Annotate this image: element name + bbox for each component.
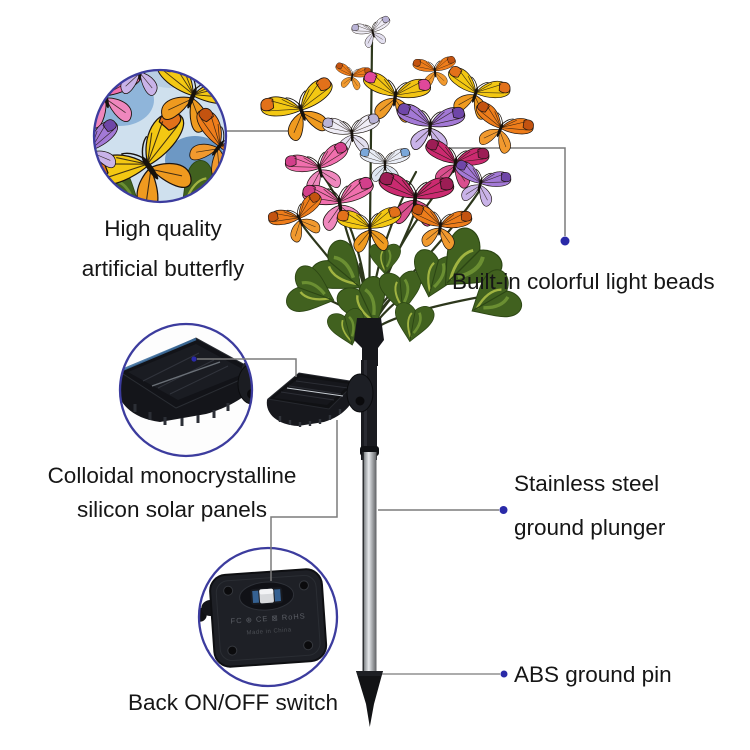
butterfly <box>335 62 372 91</box>
magnifier-circle <box>92 68 228 204</box>
butterflies <box>260 15 534 253</box>
label-light-beads: Built-in colorful light beads <box>452 269 715 294</box>
product-hardware <box>266 318 384 727</box>
leaves <box>286 227 523 346</box>
leaf <box>444 227 503 286</box>
label-line: silicon solar panels <box>76 497 268 522</box>
callout-lines-front <box>191 236 570 678</box>
callout-line-solar-pointer <box>197 358 297 377</box>
callout-dot-solar <box>191 356 197 362</box>
callout-dot-plunger <box>499 506 508 514</box>
magnifier-bubble-butterfly <box>92 68 228 204</box>
leaf <box>471 269 523 318</box>
label-solar-panel: Colloidal monocrystalline silicon solar … <box>26 459 318 527</box>
leaf <box>369 243 401 275</box>
label-line: artificial butterfly <box>81 256 245 281</box>
ground-stake <box>362 452 377 674</box>
magnifier-circle <box>118 322 254 458</box>
butterfly-bouquet <box>260 15 534 346</box>
solar-panel <box>266 372 358 427</box>
panel-divider <box>286 387 344 397</box>
label-artificial-butterfly: High quality artificial butterfly <box>20 209 306 289</box>
leaf <box>286 265 335 312</box>
stake-edge <box>362 452 364 674</box>
battery-box-back: FC ⊕ CE ⊠ RoHS Made in China <box>199 568 328 668</box>
ribs <box>278 409 342 427</box>
magnifier-circle <box>197 546 339 688</box>
origin-marking: Made in China <box>246 627 292 636</box>
leaf <box>327 308 364 346</box>
label-line: Stainless steel <box>514 471 660 496</box>
callout-dot-ground-pin <box>500 670 508 678</box>
pole-clamp <box>346 373 374 413</box>
butterfly <box>412 56 456 88</box>
butterfly <box>351 15 391 48</box>
magnifier-bubble-switch: FC ⊕ CE ⊠ RoHS Made in China <box>197 546 339 688</box>
butterfly <box>189 107 226 178</box>
butterfly <box>260 77 333 141</box>
callout-line-switch <box>270 420 338 581</box>
leaf <box>395 302 435 343</box>
butterfly <box>267 192 322 243</box>
butterfly <box>336 206 402 253</box>
magnifier-bubble-solar <box>118 322 254 458</box>
label-ground-pin: ABS ground pin <box>514 662 672 687</box>
ground-pin <box>356 671 383 727</box>
butterfly <box>359 148 411 182</box>
label-line: Colloidal monocrystalline <box>47 463 297 488</box>
label-line: ground plunger <box>514 515 666 540</box>
label-switch: Back ON/OFF switch <box>127 690 339 715</box>
butterfly <box>411 204 473 250</box>
label-line: High quality <box>104 216 222 241</box>
panel-sheen <box>121 337 197 372</box>
label-ground-plunger: Stainless steel ground plunger <box>514 462 665 550</box>
butterfly <box>476 101 534 154</box>
callout-dot-light-beads <box>560 236 570 246</box>
stem-sleeve <box>354 318 384 366</box>
butterfly <box>455 160 512 207</box>
leaf <box>309 239 362 289</box>
pin-bevel <box>356 671 383 676</box>
butterfly <box>285 142 349 195</box>
